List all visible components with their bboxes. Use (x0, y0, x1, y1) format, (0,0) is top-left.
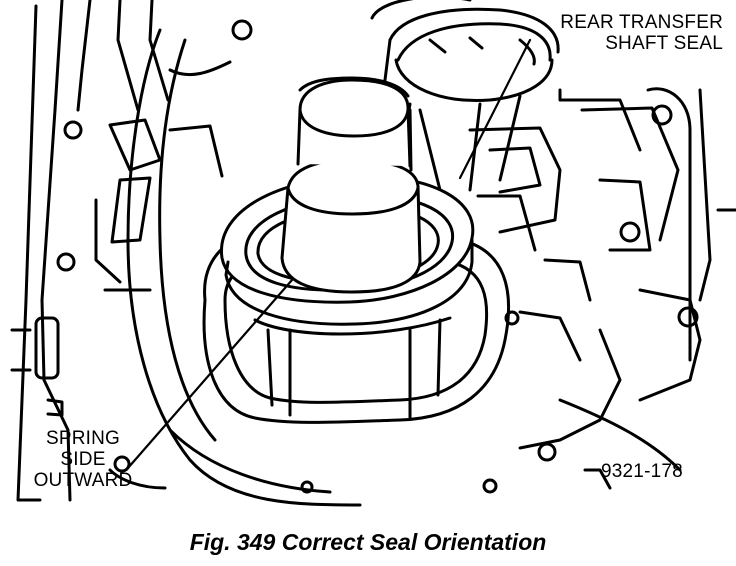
label-spring-line1: SPRING (45, 428, 121, 449)
figure-caption: Fig. 349 Correct Seal Orientation (189, 529, 547, 555)
housing-right (300, 87, 736, 494)
figure-id-label: 9321-178 (601, 461, 683, 482)
leader-line-spring (126, 278, 294, 470)
label-spring-line2: SIDE (60, 449, 106, 470)
housing-outer-curve (126, 28, 362, 507)
housing-left-edge (10, 0, 92, 502)
housing-ribs-left (56, 0, 332, 494)
label-rear-transfer-line2: SHAFT SEAL (605, 33, 723, 54)
label-rear-transfer-line1: REAR TRANSFER (560, 12, 723, 33)
label-spring-line3: OUTWARD (33, 470, 133, 491)
transfer-shaft (280, 76, 422, 294)
leader-line-rear-seal (458, 38, 532, 180)
housing-outer-curve-2 (158, 38, 217, 442)
